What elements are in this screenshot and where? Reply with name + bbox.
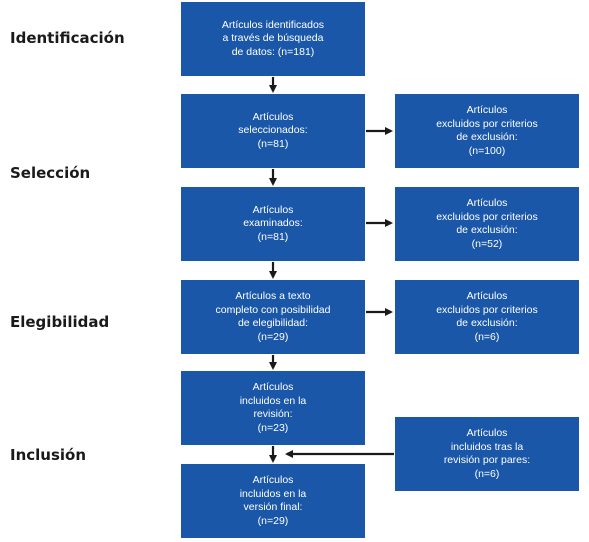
box-examined: Artículos examinados: (n=81) (181, 187, 365, 261)
box-identified: Artículos identificados a través de búsq… (181, 2, 365, 76)
box-excluded-3-text: Artículos excluidos por criterios de exc… (436, 290, 538, 343)
box-identified-text: Artículos identificados a través de búsq… (221, 18, 325, 58)
stage-label-identification: Identificación (10, 29, 125, 47)
stage-label-eligibility: Elegibilidad (10, 313, 110, 331)
box-peer-review: Artículos incluidos tras la revisión por… (395, 417, 579, 491)
box-excluded-1: Artículos excluidos por criterios de exc… (395, 94, 579, 168)
box-final-text: Artículos incluidos en la versión final:… (239, 474, 307, 527)
box-selected-text: Artículos seleccionados: (n=81) (238, 110, 308, 150)
box-final: Artículos incluidos en la versión final:… (181, 464, 365, 538)
box-peer-review-text: Artículos incluidos tras la revisión por… (443, 427, 531, 480)
box-excluded-2-text: Artículos excluidos por criterios de exc… (436, 197, 538, 250)
box-excluded-2: Artículos excluidos por criterios de exc… (395, 187, 579, 261)
box-excluded-1-text: Artículos excluidos por criterios de exc… (436, 104, 538, 157)
box-selected: Artículos seleccionados: (n=81) (181, 94, 365, 168)
stage-label-selection: Selección (10, 164, 91, 182)
box-included-review: Artículos incluidos en la revisión: (n=2… (181, 371, 365, 445)
box-full-text: Artículos a texto completo con posibilid… (181, 280, 365, 354)
stage-label-inclusion: Inclusión (10, 446, 87, 464)
box-full-text-text: Artículos a texto completo con posibilid… (215, 290, 331, 343)
box-excluded-3: Artículos excluidos por criterios de exc… (395, 280, 579, 354)
box-examined-text: Artículos examinados: (n=81) (243, 203, 303, 243)
box-included-review-text: Artículos incluidos en la revisión: (n=2… (239, 381, 307, 434)
